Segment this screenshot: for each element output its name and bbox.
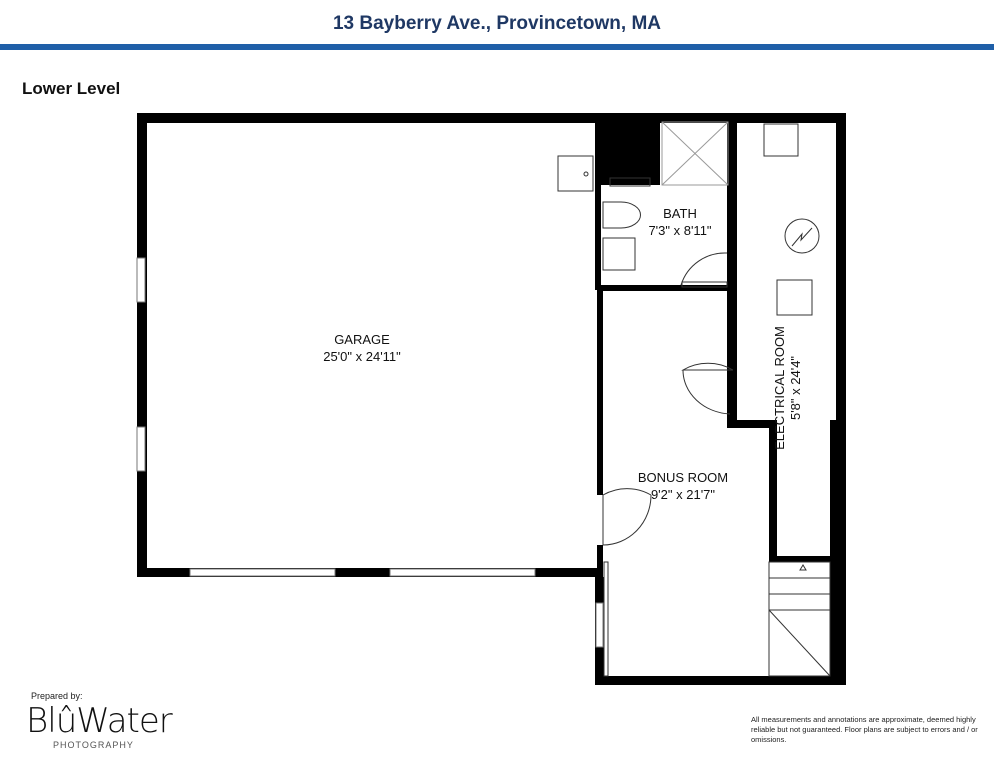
electrical-room-dims: 5'8" x 24'4" [788,356,803,420]
walls [137,113,846,685]
prepared-by-label: Prepared by: [31,691,83,701]
level-label: Lower Level [22,79,121,98]
electrical-room-name: ELECTRICAL ROOM [772,326,787,450]
bath-dims: 7'3" x 8'11" [648,223,711,238]
garage-dims: 25'0" x 24'11" [323,349,401,364]
garage-name: GARAGE [334,332,390,347]
bath-name: BATH [663,206,697,221]
windows [136,257,604,648]
page-title: 13 Bayberry Ave., Provincetown, MA [332,13,662,34]
logo-subtitle: PHOTOGRAPHY [53,740,134,750]
disclaimer: All measurements and annotations are app… [751,715,978,744]
bluwater-logo: BlûWater [26,701,173,741]
bonus-room-name: BONUS ROOM [638,470,728,485]
fixtures [557,121,831,677]
bonus-room-dims: 9'2" x 21'7" [651,487,715,502]
header-divider [0,44,994,50]
